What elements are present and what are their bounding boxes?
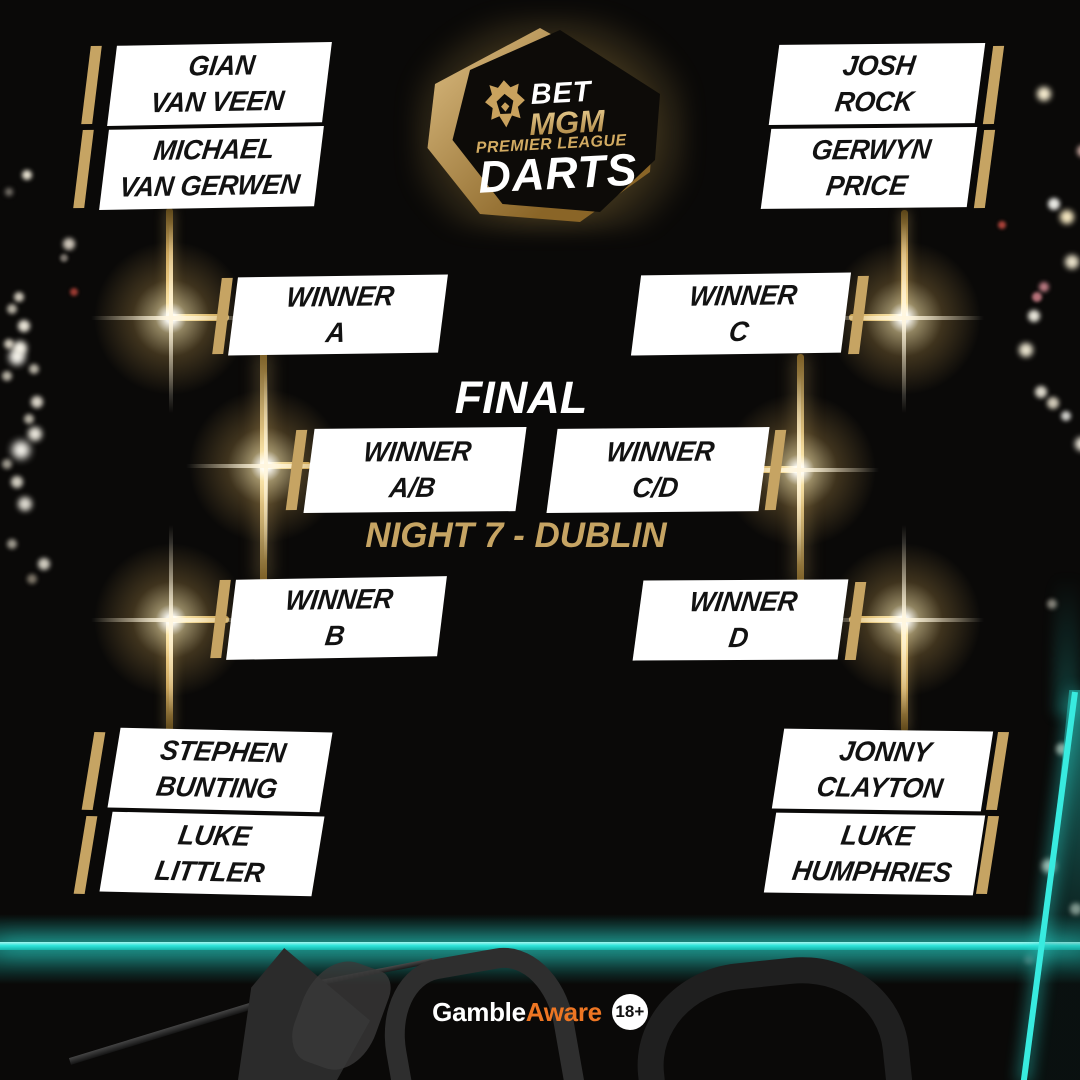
connector-line	[901, 622, 908, 732]
player-name-line: ROCK	[833, 85, 916, 118]
slot-stephen-bunting: STEPHEN BUNTING	[107, 727, 333, 813]
player-name-line: LITTLER	[152, 854, 266, 889]
slot-jonny-clayton: JONNY CLAYTON	[771, 728, 994, 812]
slot-winner-cd: WINNER C/D	[546, 427, 770, 513]
player-name-line: MICHAEL	[151, 132, 276, 167]
slot-winner-ab: WINNER A/B	[303, 427, 527, 513]
player-name-line: STEPHEN	[158, 734, 289, 769]
slot-winner-a: WINNER A	[228, 274, 448, 356]
player-name-line: LUKE	[838, 819, 916, 852]
gold-bar	[982, 45, 1005, 125]
gambleaware-gamble-text: Gamble	[432, 996, 526, 1027]
winner-label-line: WINNER	[361, 435, 474, 468]
betmgm-lion-icon	[485, 80, 525, 128]
winner-label-line: C	[727, 315, 751, 348]
player-name-line: JONNY	[837, 735, 934, 768]
teal-stripe-line	[0, 942, 1080, 950]
gambleaware-footer: Gamble Aware 18+	[0, 994, 1080, 1030]
winner-label-line: A/B	[387, 471, 438, 504]
player-name-line: VAN GERWEN	[117, 168, 302, 203]
slot-luke-humphries: LUKE HUMPHRIES	[763, 812, 986, 896]
slot-winner-d: WINNER D	[632, 579, 849, 661]
logo-content: BET MGM PREMIER LEAGUE DARTS	[420, 14, 680, 227]
slot-winner-c: WINNER C	[630, 272, 852, 356]
slot-josh-rock: JOSH ROCK	[768, 43, 986, 125]
player-name-line: VAN VEEN	[148, 84, 286, 119]
player-name-line: GIAN	[186, 49, 257, 82]
gold-bar	[73, 816, 98, 894]
bokeh-sparkles-tinted	[0, 0, 8, 8]
winner-label-line: WINNER	[604, 435, 717, 468]
player-name-line: PRICE	[824, 169, 910, 202]
age-18plus-badge: 18+	[611, 994, 648, 1030]
winner-label-line: WINNER	[284, 280, 396, 313]
logo-darts-text: DARTS	[476, 143, 639, 203]
gold-bar	[973, 129, 996, 209]
winner-label-line: C/D	[630, 471, 681, 504]
winner-label-line: WINNER	[283, 582, 395, 616]
player-name-line: BUNTING	[154, 770, 280, 805]
night-venue-label: NIGHT 7 - DUBLIN	[365, 516, 667, 555]
gold-bar	[73, 129, 94, 209]
connector-line	[166, 620, 173, 732]
slot-michael-van-gerwen: MICHAEL VAN GERWEN	[99, 126, 324, 210]
connector-line	[901, 210, 908, 320]
connector-line	[263, 462, 311, 469]
winner-label-line: D	[726, 621, 750, 654]
winner-label-line: WINNER	[687, 279, 799, 312]
gold-bar	[81, 732, 106, 810]
betmgm-premier-league-darts-logo: BET MGM PREMIER LEAGUE DARTS	[411, 14, 689, 230]
player-name-line: CLAYTON	[814, 771, 945, 804]
player-name-line: HUMPHRIES	[790, 854, 954, 889]
slot-gian-van-veen: GIAN VAN VEEN	[107, 42, 332, 126]
winner-label-line: A	[324, 316, 348, 349]
slot-luke-littler: LUKE LITTLER	[99, 811, 325, 897]
slot-winner-b: WINNER B	[226, 576, 447, 660]
winner-label-line: WINNER	[687, 585, 799, 618]
slot-gerwyn-price: GERWYN PRICE	[760, 127, 978, 209]
player-name-line: GERWYN	[810, 133, 933, 166]
player-name-line: JOSH	[841, 49, 918, 82]
player-name-line: LUKE	[176, 819, 254, 852]
connector-line	[166, 208, 173, 320]
winner-label-line: B	[322, 619, 346, 652]
gambleaware-aware-text: Aware	[525, 996, 602, 1027]
final-heading: FINAL	[454, 372, 588, 423]
gold-bar	[285, 429, 308, 511]
gold-bar	[81, 45, 102, 125]
